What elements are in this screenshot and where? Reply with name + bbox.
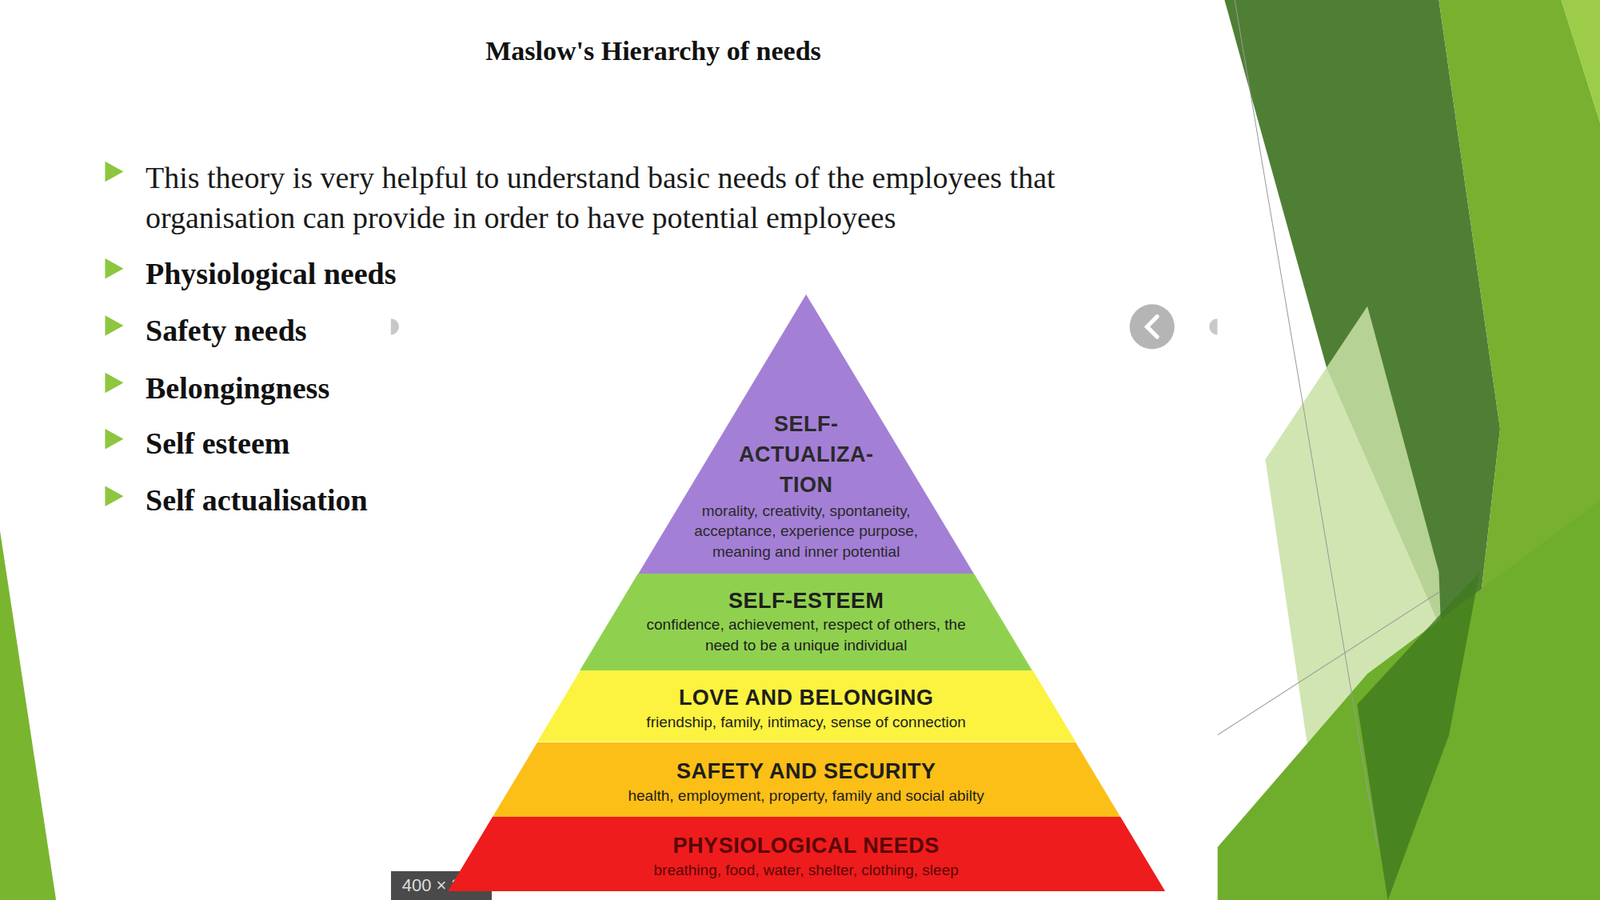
left-green-wedge	[0, 530, 56, 900]
nav-chevron	[1146, 316, 1158, 338]
band-heading: SELF- ACTUALIZA- TION	[716, 409, 897, 500]
band-description: morality, creativity, spontaneity, accep…	[692, 500, 919, 563]
band-fill	[447, 816, 1166, 891]
band-fill	[638, 294, 974, 575]
band-text: PHYSIOLOGICAL NEEDSbreathing, food, wate…	[447, 832, 1166, 880]
bullet-marker	[104, 315, 124, 336]
nav-edge	[1208, 318, 1217, 335]
band-description: health, employment, property, family and…	[627, 785, 984, 806]
bullet-marker	[104, 428, 124, 450]
light-green-shape	[1561, 0, 1600, 123]
band-description: breathing, food, water, shelter, clothin…	[653, 859, 958, 881]
bullet-marker	[104, 258, 124, 280]
bullet-marker	[104, 485, 124, 507]
band-heading: LOVE AND BELONGING	[678, 684, 934, 712]
pyramid-band: SAFETY AND SECURITYhealth, employment, p…	[492, 742, 1121, 817]
nav-edge	[391, 318, 400, 335]
nav-button	[1129, 303, 1175, 349]
band-text: SAFETY AND SECURITYhealth, employment, p…	[492, 758, 1121, 806]
band-fill	[492, 742, 1121, 817]
image-ground	[391, 294, 1218, 900]
band-heading: SELF-ESTEEM	[728, 587, 885, 615]
band-fill	[579, 573, 1033, 671]
bullet-text: This theory is very helpful to understan…	[145, 157, 1186, 238]
right-panel-ground	[1217, 0, 1600, 900]
band-text: SELF- ACTUALIZA- TIONmorality, creativit…	[638, 409, 974, 562]
bullet-heading: Physiological needs	[145, 253, 397, 294]
band-heading: PHYSIOLOGICAL NEEDS	[673, 832, 940, 860]
thin-line	[1217, 591, 1440, 735]
band-description: confidence, achievement, respect of othe…	[632, 614, 980, 655]
bullet-marker	[104, 372, 124, 394]
bullet-heading: Belongingness	[145, 367, 330, 408]
deep-green-shape	[1356, 571, 1480, 900]
pyramid-band: SELF- ACTUALIZA- TIONmorality, creativit…	[638, 294, 974, 575]
pyramid-band: LOVE AND BELONGINGfriendship, family, in…	[537, 670, 1076, 742]
slide-title: Maslow's Hierarchy of needs	[253, 33, 1054, 69]
bullet-heading: Safety needs	[145, 310, 308, 351]
band-fill	[537, 670, 1076, 742]
pyramid-band: SELF-ESTEEMconfidence, achievement, resp…	[579, 573, 1033, 671]
bullet-heading: Self actualisation	[145, 479, 368, 520]
pyramid-band: PHYSIOLOGICAL NEEDSbreathing, food, wate…	[447, 816, 1166, 891]
band-text: SELF-ESTEEMconfidence, achievement, resp…	[579, 587, 1033, 656]
thin-line	[1234, 0, 1378, 847]
band-text: LOVE AND BELONGINGfriendship, family, in…	[537, 684, 1076, 732]
bright-green-shape	[1217, 499, 1600, 900]
bullet-marker	[104, 161, 124, 183]
bullet-heading: Self esteem	[145, 422, 290, 463]
band-description: friendship, family, intimacy, sense of c…	[646, 711, 966, 733]
band-heading: SAFETY AND SECURITY	[676, 758, 937, 786]
